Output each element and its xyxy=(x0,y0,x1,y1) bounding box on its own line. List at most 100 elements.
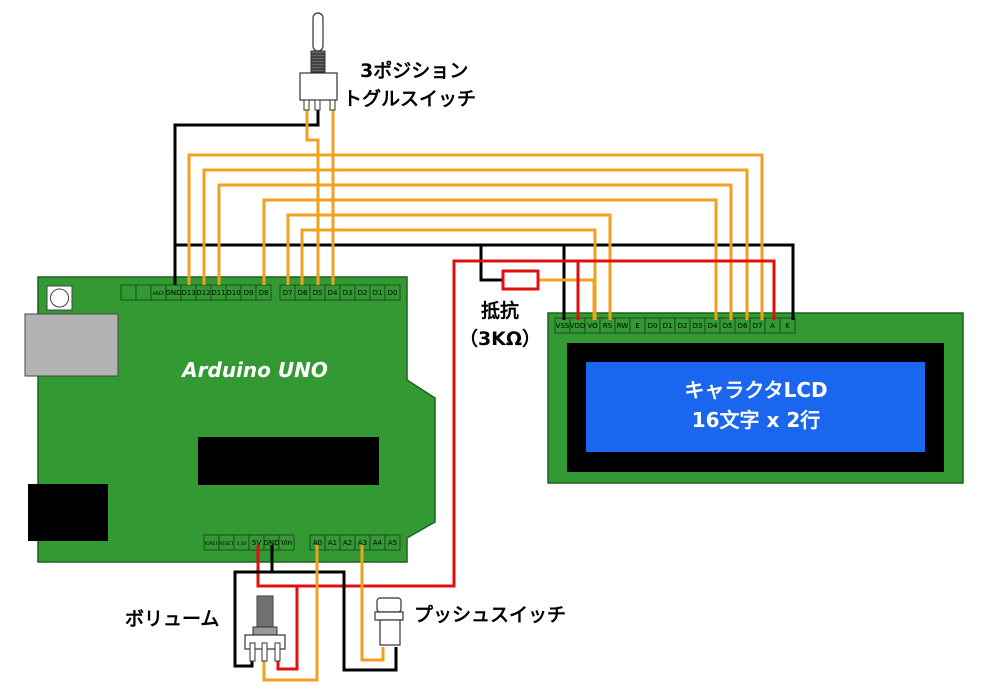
wire-d5-toggle xyxy=(305,105,320,285)
pin-label: A0 xyxy=(313,539,322,547)
toggle-body xyxy=(299,72,338,101)
wire-gnd-resistor xyxy=(479,245,503,282)
pin-label: RS xyxy=(603,322,613,330)
pin-label: IOREF xyxy=(205,541,219,547)
wire-a3-push xyxy=(360,545,385,662)
pin-label: A5 xyxy=(388,539,397,547)
pin-label: K xyxy=(785,322,790,330)
pot-collar xyxy=(252,626,278,636)
pin-label: VO xyxy=(587,322,598,330)
pin-label: D4 xyxy=(708,322,718,330)
pin-label: A3 xyxy=(358,539,367,547)
toggle-pin-2 xyxy=(314,99,321,111)
pin-label: 3.3V xyxy=(236,541,247,547)
pin-label: RW xyxy=(617,322,629,330)
pin-label: D8 xyxy=(259,289,269,297)
wire-gnd-push xyxy=(272,570,398,672)
resistor-body xyxy=(501,269,540,291)
analog-header: A0 A1 A2 A3 A4 A5 xyxy=(309,534,401,551)
pin-label: VDD xyxy=(570,322,586,330)
pin-label: D2 xyxy=(678,322,688,330)
toggle-pin-1 xyxy=(303,99,310,111)
pin-label: A2 xyxy=(343,539,352,547)
arduino-label: Arduino UNO xyxy=(180,358,328,382)
pin-slot xyxy=(135,284,152,301)
toggle-thread-lines xyxy=(311,53,325,73)
push-body xyxy=(379,619,401,646)
pot-knurl xyxy=(258,597,272,627)
pin-label: A4 xyxy=(373,539,383,547)
pin-label: AREF xyxy=(153,291,165,297)
toggle-switch-label-2: トグルスイッチ xyxy=(343,87,476,110)
wire-gnd-bus xyxy=(175,243,795,320)
microcontroller-chip xyxy=(198,437,379,485)
pin-label: D0 xyxy=(388,289,398,297)
pin-slot xyxy=(779,317,796,334)
pin-label: GND xyxy=(263,539,279,547)
pin-label: A1 xyxy=(328,539,337,547)
pin-label: VSS xyxy=(556,322,570,330)
toggle-switch: 3ポジション トグルスイッチ xyxy=(299,12,476,111)
resistor-value-label: （3KΩ） xyxy=(459,327,541,350)
pin-slot xyxy=(278,534,295,551)
reset-button xyxy=(50,288,69,308)
pin-label: D5 xyxy=(723,322,733,330)
pin-label: D1 xyxy=(373,289,383,297)
wire-a0-pot xyxy=(262,545,319,682)
pin-label: D3 xyxy=(343,289,353,297)
wires xyxy=(173,105,795,682)
pin-label: 5V xyxy=(252,539,261,547)
power-jack xyxy=(28,484,108,541)
pin-label: D6 xyxy=(738,322,748,330)
toggle-pin-3 xyxy=(329,99,336,111)
push-switch-label: プッシュスイッチ xyxy=(414,603,566,626)
wire-resistor-vo xyxy=(538,278,596,320)
pin-label: D10 xyxy=(226,289,240,297)
pin-label: D5 xyxy=(313,289,323,297)
pin-label: D3 xyxy=(693,322,703,330)
resistor-label: 抵抗 xyxy=(481,299,519,322)
wire-gnd-bottom xyxy=(233,545,274,668)
pin-slot xyxy=(384,284,401,301)
wire-d7-e xyxy=(286,213,612,320)
pin-label: D4 xyxy=(328,289,338,297)
pin-label: E xyxy=(635,322,639,330)
pot-pin-2 xyxy=(261,642,268,662)
resistor: 抵抗 （3KΩ） xyxy=(459,269,541,350)
wire-5v-pot xyxy=(276,586,299,671)
wire-gnd-toggle xyxy=(173,105,320,285)
pin-label: D12 xyxy=(196,289,210,297)
wire-d11-d5 xyxy=(217,183,733,320)
wire-5v-main xyxy=(256,259,776,588)
pot-pin-3 xyxy=(274,642,281,662)
pin-label: D2 xyxy=(358,289,368,297)
usb-connector xyxy=(24,313,119,377)
pin-label: RESET xyxy=(219,541,234,547)
push-switch: プッシュスイッチ xyxy=(374,597,566,646)
pin-label: GND xyxy=(165,289,181,297)
pin-label: D0 xyxy=(648,322,658,330)
lcd-screen xyxy=(586,362,925,452)
pin-label: Vin xyxy=(281,539,292,547)
wire-d13-d7 xyxy=(187,153,764,320)
pin-slot xyxy=(384,534,401,551)
pin-label: D1 xyxy=(663,322,673,330)
push-collar xyxy=(374,611,404,621)
pin-label: D7 xyxy=(283,289,293,297)
pin-label: D11 xyxy=(211,289,225,297)
digital-header-2: D7 D6 D5 D4 D3 D2 D1 D0 xyxy=(279,284,401,301)
potentiometer-label: ボリューム xyxy=(125,608,219,630)
toggle-switch-label-1: 3ポジション xyxy=(360,59,468,82)
pin-label: D7 xyxy=(753,322,763,330)
arduino-pcb xyxy=(37,276,436,563)
pin-label: D9 xyxy=(244,289,254,297)
pin-slot xyxy=(120,284,137,301)
lcd-text-line2: 16文字 x 2行 xyxy=(692,408,821,432)
toggle-lever xyxy=(312,12,324,52)
pin-label: D6 xyxy=(298,289,308,297)
